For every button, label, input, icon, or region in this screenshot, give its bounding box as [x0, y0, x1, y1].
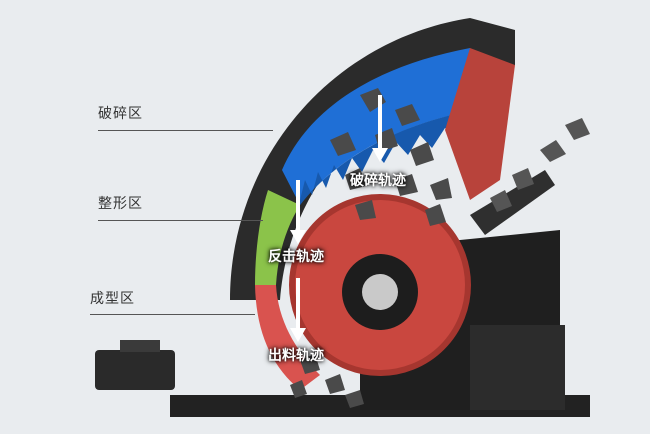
zone-label-shaping: 整形区: [98, 196, 143, 212]
feed-chute: [470, 170, 555, 235]
track-label-discharge: 出料轨迹: [268, 348, 324, 364]
leader-line-shaping: [98, 220, 263, 221]
zone-label-forming: 成型区: [90, 291, 135, 307]
rock-cluster-discharge: [290, 354, 364, 408]
frame-side-panel: [470, 325, 565, 410]
rock-cluster-feed: [490, 118, 590, 212]
shaping-zone-liner: [255, 190, 300, 285]
track-label-rebound: 反击轨迹: [268, 249, 324, 265]
drive-unit: [95, 350, 175, 390]
crushing-track-arrow: [372, 95, 388, 162]
leader-line-crushing: [98, 130, 273, 131]
track-label-crushing: 破碎轨迹: [350, 173, 406, 189]
rear-liner: [445, 48, 515, 200]
rebound-track-arrow: [290, 180, 306, 244]
leader-line-forming: [90, 314, 255, 315]
crushing-zone-teeth: [300, 110, 474, 205]
drive-unit-top: [120, 340, 160, 352]
zone-label-crushing: 破碎区: [98, 106, 143, 122]
rotor-shaft: [362, 274, 398, 310]
discharge-track-arrow: [290, 278, 306, 342]
rotor-rim: [289, 194, 471, 376]
